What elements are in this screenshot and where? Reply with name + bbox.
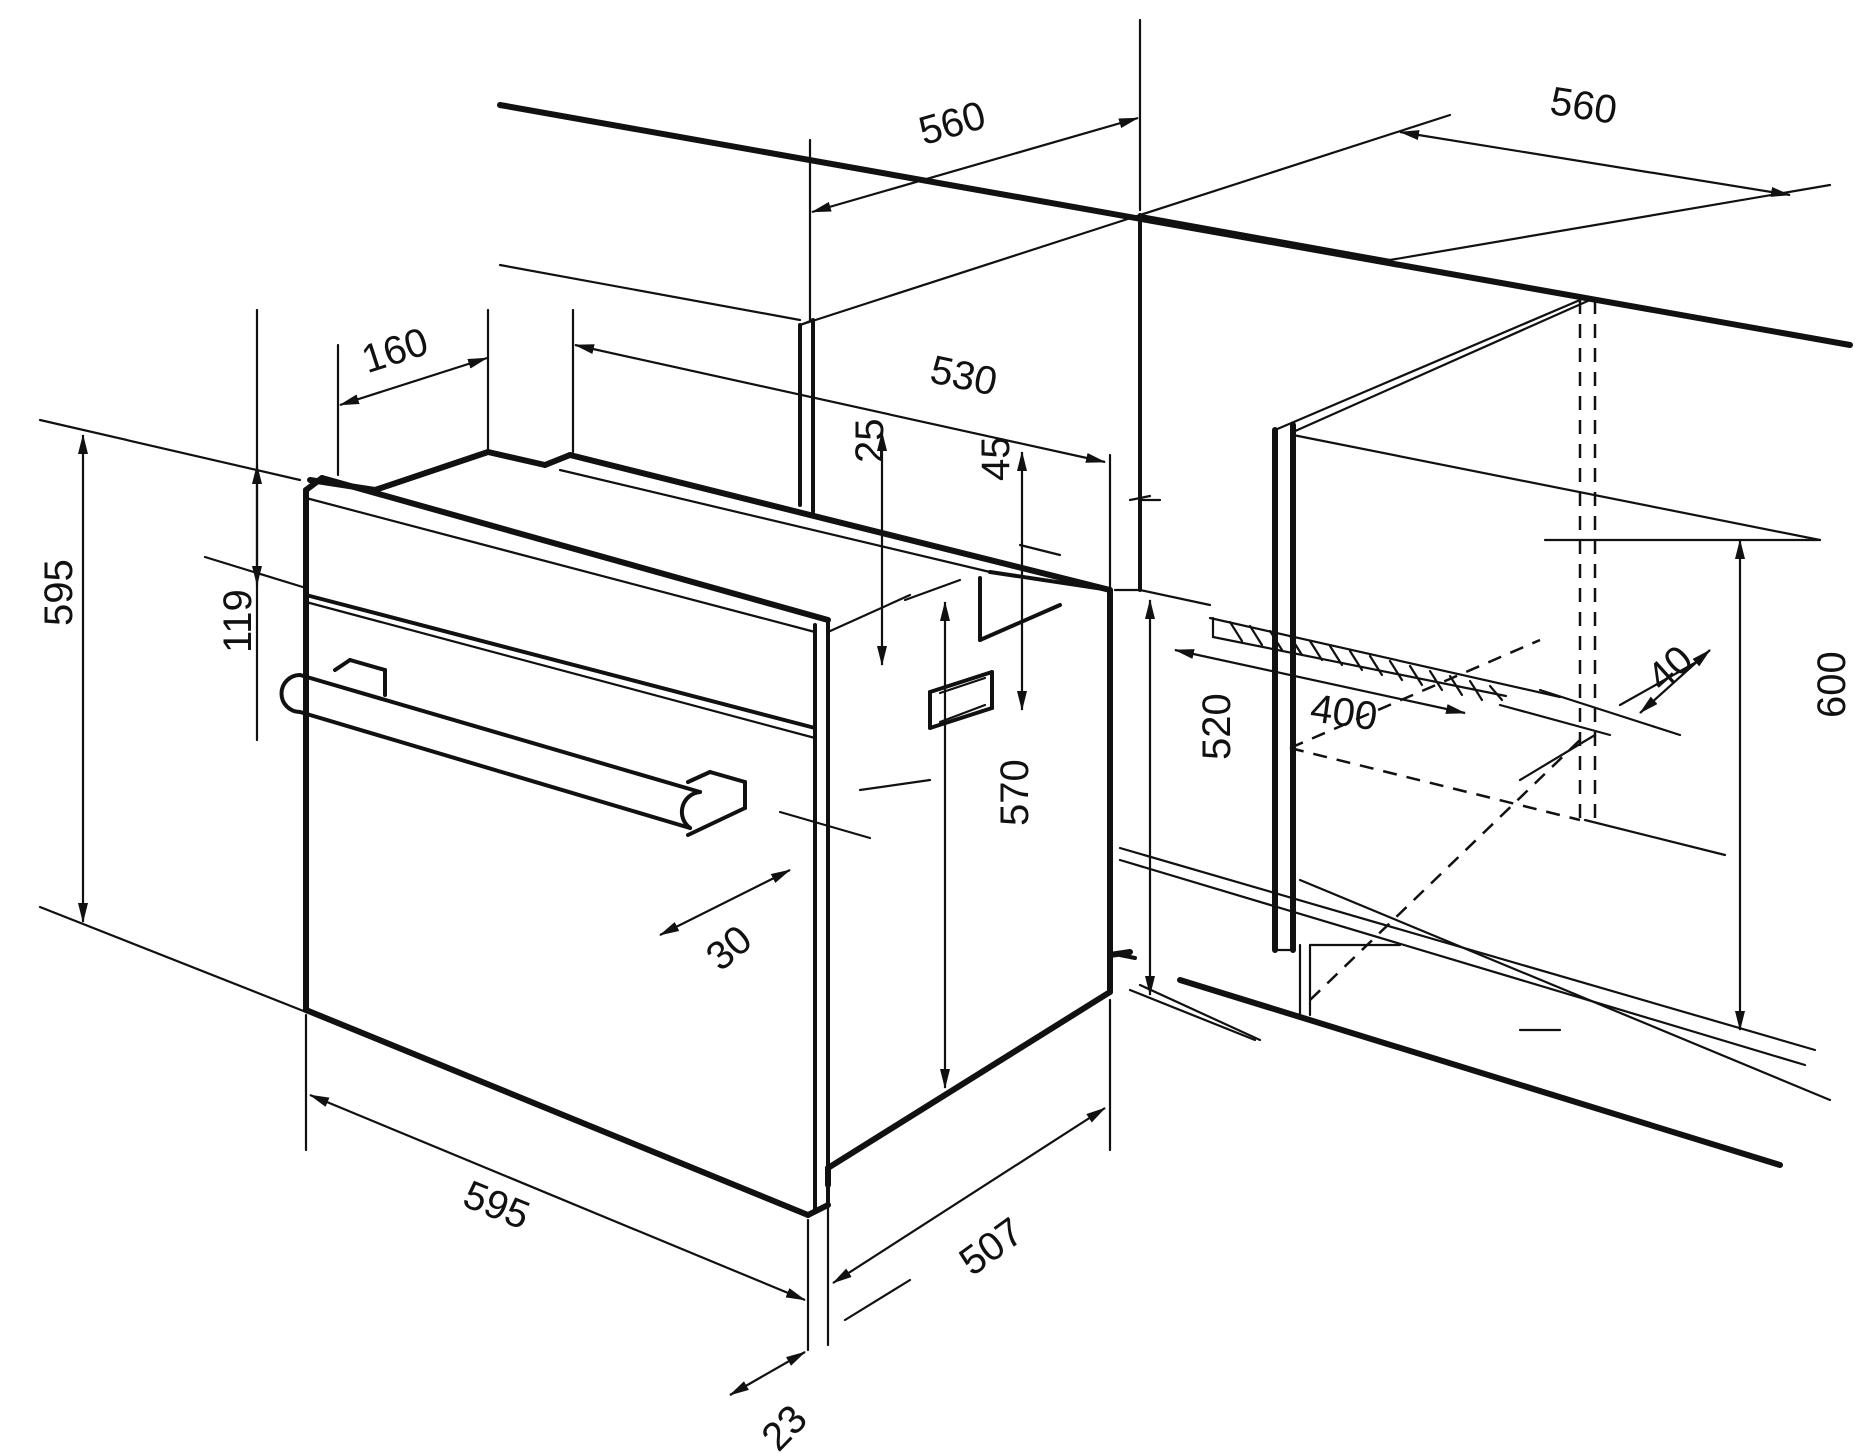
label-400: 400 — [1308, 686, 1380, 739]
label-520: 520 — [1195, 693, 1239, 760]
dim-arrow-560-left — [811, 116, 1139, 214]
dim-arrow-160 — [339, 356, 488, 407]
dim-arrow-595-width — [309, 1093, 806, 1302]
label-25: 25 — [848, 419, 892, 464]
label-560-left: 560 — [914, 93, 990, 154]
dim-arrow-530 — [574, 343, 1106, 464]
label-30: 30 — [698, 917, 760, 979]
label-600: 600 — [1810, 651, 1854, 718]
label-160: 160 — [356, 320, 433, 382]
dim-arrow-400 — [1174, 648, 1466, 715]
dimension-arrows — [78, 116, 1791, 1396]
label-560-right: 560 — [1547, 79, 1620, 133]
label-570: 570 — [993, 759, 1037, 826]
label-507: 507 — [952, 1210, 1032, 1285]
label-45: 45 — [974, 437, 1018, 482]
label-119: 119 — [216, 589, 260, 653]
dim-arrow-30 — [659, 869, 791, 936]
dim-arrow-560-right — [1399, 130, 1791, 197]
dim-arrow-23 — [729, 1351, 806, 1396]
oven-handle — [279, 658, 747, 837]
label-530: 530 — [926, 348, 1000, 405]
dim-arrow-40 — [1639, 649, 1711, 714]
oven-body — [303, 449, 1133, 1218]
extension-lines — [38, 138, 1822, 1352]
dim-arrow-507 — [832, 1107, 1106, 1284]
cabinet-structure — [497, 18, 1853, 1168]
label-23: 23 — [753, 1397, 816, 1453]
label-595-height: 595 — [37, 559, 81, 626]
